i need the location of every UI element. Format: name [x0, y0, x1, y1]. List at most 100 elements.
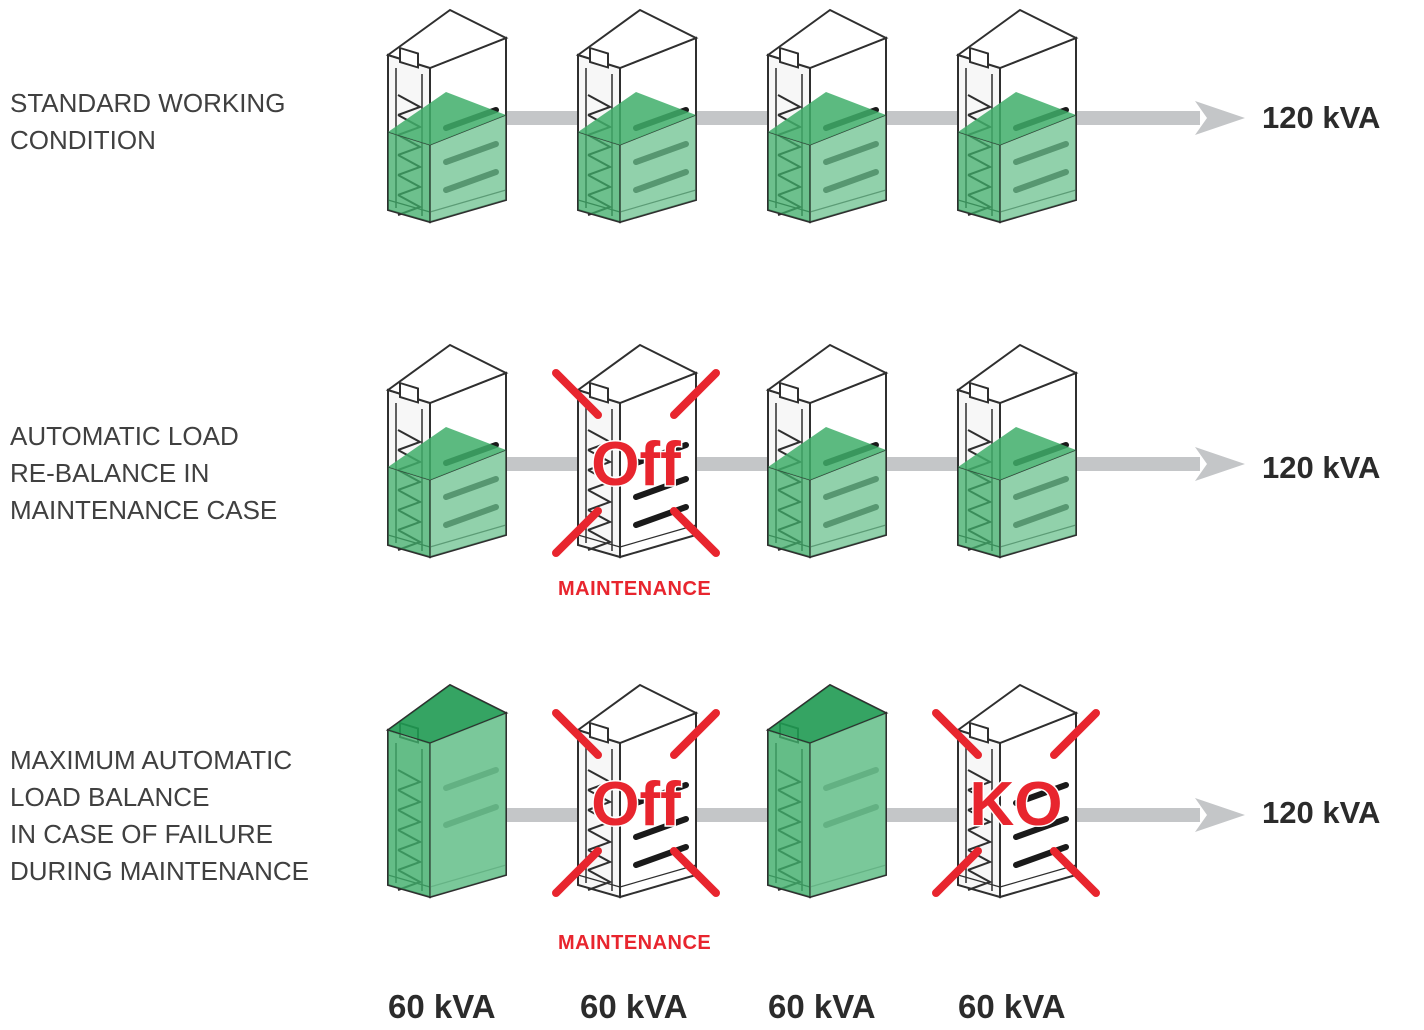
load-level-front [957, 131, 1001, 223]
load-level-front [387, 131, 431, 223]
frame-brace [587, 769, 613, 791]
load-level-front [387, 729, 431, 898]
frame-brace [587, 789, 613, 811]
frame-brace [587, 449, 613, 471]
arrow-head [1195, 447, 1245, 481]
frame-brace [967, 429, 993, 451]
ups-module-row-1-unit-3 [765, 8, 889, 224]
load-level-front [767, 131, 811, 223]
load-level-front [577, 131, 621, 223]
cross-stroke [552, 369, 602, 419]
load-level-top [388, 92, 506, 145]
load-level-top [768, 427, 886, 480]
ups-module-row-2-unit-1 [385, 343, 509, 559]
vent-slot [1013, 816, 1069, 840]
row-label-maintenance: AUTOMATIC LOAD RE-BALANCE IN MAINTENANCE… [10, 421, 278, 525]
load-level-side [809, 449, 887, 558]
load-level-front [767, 466, 811, 558]
unit-capacity-4: 60 kVA [958, 988, 1066, 1025]
frame-brace [967, 829, 993, 851]
cross-stroke [552, 847, 602, 897]
load-level-side [809, 712, 887, 898]
frame-brace [777, 429, 803, 451]
cross-stroke [1050, 847, 1100, 897]
frame-brace [397, 94, 423, 116]
arrow-head [1195, 798, 1245, 832]
unit-capacity-1: 60 kVA [388, 988, 496, 1025]
cross-stroke [670, 847, 720, 897]
frame-brace [967, 769, 993, 791]
output-power-row-3: 120 kVA [1262, 795, 1381, 830]
plinth-edge [957, 874, 1001, 888]
frame-brace [587, 809, 613, 831]
cross-stroke [670, 369, 720, 419]
load-level-top [386, 684, 508, 744]
cross-stroke [552, 709, 602, 759]
status-label-row-3-unit-2: MAINTENANCE [558, 932, 712, 954]
vent-slot [633, 476, 689, 500]
control-panel [969, 721, 989, 744]
frame-brace [587, 489, 613, 511]
vent-slot [633, 782, 689, 806]
frame-brace [967, 789, 993, 811]
load-level-top [958, 427, 1076, 480]
vent-slot [633, 816, 689, 840]
frame-brace [587, 429, 613, 451]
unit-capacity-3: 60 kVA [768, 988, 876, 1025]
control-panel [779, 381, 799, 404]
cross-stroke [932, 847, 982, 897]
cross-stroke [670, 709, 720, 759]
plinth-edge [619, 524, 697, 548]
ups-module-row-2-unit-3 [765, 343, 889, 559]
frame-brace [777, 94, 803, 116]
frame-brace [397, 429, 423, 451]
control-panel [589, 721, 609, 744]
frame-brace [587, 829, 613, 851]
control-panel [969, 46, 989, 69]
load-level-front [387, 466, 431, 558]
plinth-edge [999, 864, 1077, 888]
status-mark-row-2-unit-2: Off [591, 430, 681, 499]
load-level-top [766, 684, 888, 744]
unit-capacity-2: 60 kVA [580, 988, 688, 1025]
load-level-front [957, 466, 1001, 558]
frame-brace [967, 869, 993, 891]
status-mark-row-3-unit-2: Off [591, 770, 681, 839]
load-level-top [958, 92, 1076, 145]
frame-brace [587, 529, 613, 551]
plinth-edge [619, 864, 697, 888]
fault-cross-row-2-unit-2 [552, 369, 720, 557]
plinth-edge [577, 874, 621, 888]
load-level-front [767, 729, 811, 898]
control-panel [399, 381, 419, 404]
ups-module-row-2-unit-4 [955, 343, 1079, 559]
load-level-top [578, 92, 696, 145]
cross-stroke [552, 507, 602, 557]
arrow-head [1195, 101, 1245, 135]
frame-brace [967, 94, 993, 116]
fault-cross-row-3-unit-4 [932, 709, 1100, 897]
row-label-failure: MAXIMUM AUTOMATIC LOAD BALANCE IN CASE O… [10, 745, 310, 886]
load-level-top [768, 92, 886, 145]
ups-module-row-1-unit-1 [385, 8, 509, 224]
load-level-side [429, 712, 507, 898]
load-level-side [809, 114, 887, 223]
control-panel [969, 381, 989, 404]
control-panel [779, 46, 799, 69]
cross-stroke [670, 507, 720, 557]
ups-module-row-3-unit-3 [765, 683, 889, 899]
frame-brace [587, 469, 613, 491]
plinth-edge [577, 534, 621, 548]
frame-brace [587, 94, 613, 116]
load-level-side [619, 114, 697, 223]
cross-stroke [932, 709, 982, 759]
control-panel [589, 46, 609, 69]
frame-brace [587, 869, 613, 891]
control-panel [399, 46, 419, 69]
vent-slot [633, 442, 689, 466]
row-label-standard: STANDARD WORKING CONDITION [10, 88, 286, 155]
output-power-row-1: 120 kVA [1262, 100, 1381, 135]
load-level-top [388, 427, 506, 480]
